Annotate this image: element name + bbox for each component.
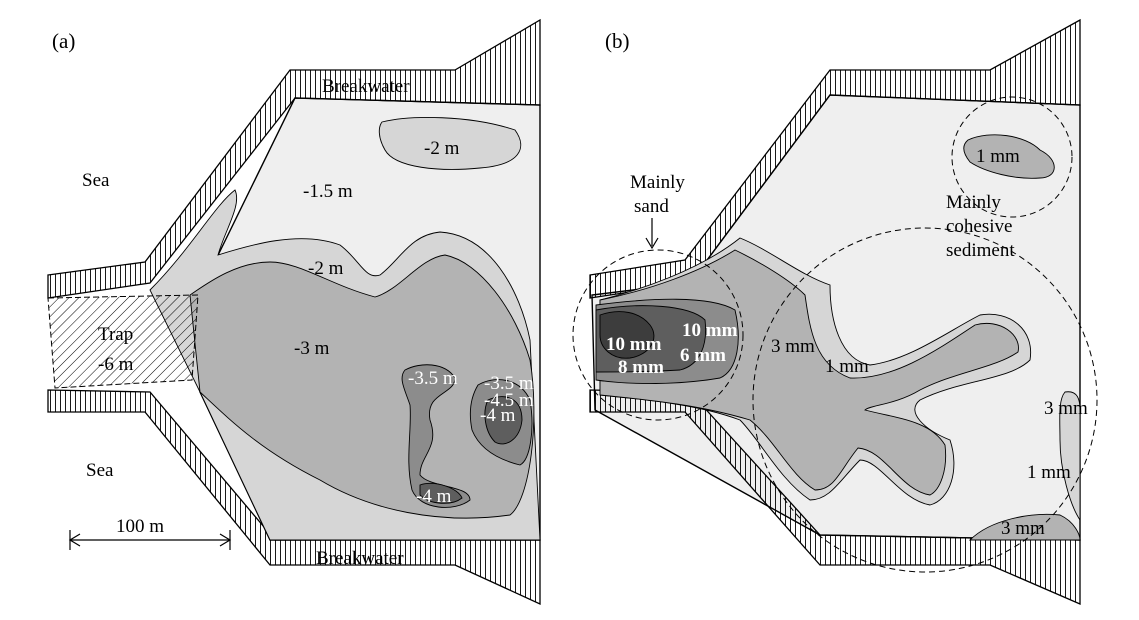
cohesive-zone-circle: [752, 227, 1098, 573]
panel-a: (a) Breakwater Breakwater Sea Sea Trap -…: [47, 18, 541, 606]
mainly-sand-line1: Mainly: [630, 172, 685, 193]
contour-4m-a: [484, 396, 523, 445]
size-label-3mm-mid: 3 mm: [771, 336, 815, 357]
depth-label-3m: -3 m: [294, 338, 330, 359]
size-label-6mm: 6 mm: [680, 345, 726, 366]
depth-label-4-5m: -4.5 m: [484, 390, 534, 411]
trap-label: Trap: [98, 324, 133, 345]
depth-label-2m-mid: -2 m: [308, 258, 344, 279]
depth-label-2m-top: -2 m: [424, 138, 460, 159]
size-label-10mm-right: 10 mm: [682, 320, 738, 341]
depth-label-3-5m-left: -3.5 m: [408, 368, 458, 389]
scale-bar: [68, 530, 232, 550]
trap-a: [47, 294, 199, 389]
sand-arrow: [645, 218, 659, 250]
sediment-1mm-top-b: [963, 134, 1055, 179]
size-label-10mm-left: 10 mm: [606, 334, 662, 355]
mainly-cohesive-line3: sediment: [946, 240, 1015, 261]
breakwater-bottom-a: [47, 389, 541, 606]
top-1mm-zone-circle: [951, 96, 1073, 218]
contour-3-5m-a: [401, 364, 471, 508]
depth-label-4m-bottom: -4 m: [416, 486, 452, 507]
breakwater-bottom-b: [589, 389, 1081, 605]
panel-b: (b) Mainly sand Mainly cohesive sediment…: [572, 18, 1098, 605]
sea-bottom-label: Sea: [86, 460, 114, 481]
breakwater-top-a: [47, 18, 541, 299]
depth-label-3-5m-right: -3.5 m: [484, 373, 534, 394]
size-label-1mm-mid: 1 mm: [825, 356, 869, 377]
breakwater-top-label: Breakwater: [322, 76, 410, 97]
depth-label-1-5m: -1.5 m: [303, 181, 353, 202]
panel-label-b: (b): [605, 29, 630, 53]
breakwater-bottom-label: Breakwater: [316, 548, 404, 569]
size-label-8mm: 8 mm: [618, 357, 664, 378]
panel-label-a: (a): [52, 29, 75, 53]
sediment-10mm-b: [599, 311, 655, 359]
contour-2m-top-a: [378, 117, 522, 170]
sea-top-label: Sea: [82, 170, 110, 191]
size-label-3mm-bottom: 3 mm: [1001, 518, 1045, 539]
contour-4m-bottom-a: [419, 483, 463, 504]
size-label-3mm-right: 3 mm: [1044, 398, 1088, 419]
sediment-bottom-3mm-b: [968, 513, 1081, 541]
scale-label: 100 m: [116, 516, 164, 537]
size-label-1mm-top: 1 mm: [976, 146, 1020, 167]
mainly-sand-line2: sand: [634, 196, 669, 217]
sand-zone-circle: [572, 249, 744, 421]
mainly-cohesive-line1: Mainly: [946, 192, 1001, 213]
size-label-1mm-right: 1 mm: [1027, 462, 1071, 483]
depth-label-4m-right: -4 m: [480, 405, 516, 426]
mainly-cohesive-line2: cohesive: [946, 216, 1012, 237]
sediment-right-3mm-b: [1059, 391, 1081, 522]
trap-depth-label: -6 m: [98, 354, 134, 375]
contour-3m-a: [189, 254, 535, 519]
